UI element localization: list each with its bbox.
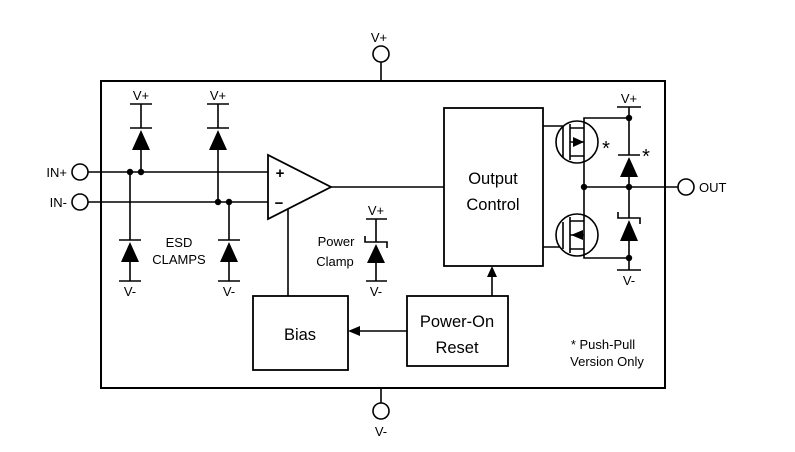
output-diode-asterisk: * [642, 146, 650, 168]
in-minus-pin-circle [71, 193, 89, 211]
junction-dot [625, 114, 633, 122]
esd1-vminus-diode [121, 242, 139, 262]
pushpull-note-line2: Version Only [570, 354, 644, 369]
esd2-vminus-diode-wires [218, 202, 240, 282]
in-plus-pin-label: IN+ [46, 165, 67, 180]
power-clamp-vminus-label: V- [370, 284, 382, 299]
output-clamp-diode-wires [617, 106, 641, 187]
esd2-vminus-label: V- [223, 284, 235, 299]
bias-block-label: Bias [284, 326, 316, 344]
pushpull-note-line1: * Push-Pull [571, 337, 635, 352]
vminus-pin-circle [372, 402, 390, 420]
por-to-output-control-arrowhead [487, 266, 497, 277]
opamp-symbol [267, 153, 333, 221]
esd-clamps-caption-line1: ESD [166, 235, 193, 250]
power-on-reset-label-line1: Power-On [420, 313, 494, 331]
por-to-bias-arrowhead [348, 326, 360, 336]
junction-dot [126, 168, 134, 176]
esd1-vplus-label: V+ [133, 88, 149, 103]
vplus-pin-label: V+ [371, 30, 387, 45]
out-pin-label: OUT [699, 180, 727, 195]
ic-boundary-box [100, 80, 666, 389]
junction-dot [214, 198, 222, 206]
power-on-reset-label-line2: Reset [435, 339, 479, 357]
output-zener-diode [620, 220, 638, 241]
power-clamp-zener-diode [367, 244, 385, 263]
nmos-terminal-wires [583, 187, 629, 259]
nmos-body-arrow [571, 230, 583, 240]
esd-clamps-caption-line2: CLAMPS [152, 252, 206, 267]
in-minus-pin-label: IN- [50, 195, 67, 210]
pmos-terminal-wires [583, 117, 629, 187]
output-stage-vminus-label: V- [623, 273, 635, 288]
power-on-reset-block [406, 295, 509, 367]
output-stage-vplus-label: V+ [621, 91, 637, 106]
output-zener-wires [617, 187, 641, 271]
output-clamp-diode [620, 157, 638, 177]
esd2-vminus-diode [220, 242, 238, 262]
power-clamp-zener-wires [364, 218, 388, 282]
power-clamp-vplus-label: V+ [368, 203, 384, 218]
out-pin-circle [677, 178, 695, 196]
junction-dot [137, 168, 145, 176]
esd2-vplus-diode [209, 130, 227, 150]
esd2-vplus-diode-wires [207, 103, 229, 202]
junction-dot [625, 254, 633, 262]
esd2-vplus-label: V+ [210, 88, 226, 103]
junction-dot [225, 198, 233, 206]
vminus-pin-label: V- [375, 424, 387, 439]
in-plus-pin-circle [71, 163, 89, 181]
pmos-body-arrow [573, 137, 584, 147]
opamp-minus-input-sign: − [275, 195, 284, 212]
esd1-vminus-label: V- [124, 284, 136, 299]
output-control-label-line1: Output [468, 170, 518, 188]
output-control-block [443, 107, 544, 267]
output-control-label-line2: Control [466, 196, 519, 214]
esd1-vplus-diode [132, 130, 150, 150]
vplus-pin-circle [372, 45, 390, 63]
junction-dot [580, 183, 588, 191]
power-clamp-caption-line2: Clamp [316, 254, 354, 269]
esd1-vplus-diode-wires [130, 103, 152, 172]
esd1-vminus-diode-wires [119, 172, 141, 282]
opamp-plus-input-sign: + [276, 165, 285, 182]
junction-dot [625, 183, 633, 191]
bias-block [252, 295, 349, 371]
pmos-asterisk: * [602, 138, 610, 160]
power-clamp-caption-line1: Power [318, 234, 356, 249]
